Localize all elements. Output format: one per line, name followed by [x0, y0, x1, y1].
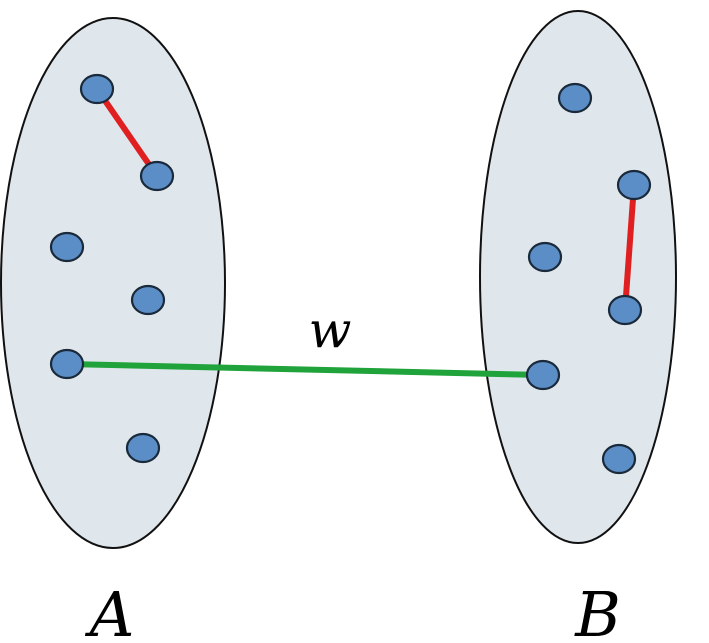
set-a-ellipse [0, 17, 226, 549]
node-b6 [601, 443, 637, 475]
node-a3 [49, 231, 85, 263]
node-b4 [607, 294, 643, 326]
node-a5 [49, 348, 85, 380]
node-b3 [527, 241, 563, 273]
node-a2 [139, 160, 175, 192]
node-b1 [557, 82, 593, 114]
node-a6 [125, 432, 161, 464]
intra-edge-b [622, 182, 637, 313]
cross-edge-w [64, 361, 546, 378]
node-a1 [79, 73, 115, 105]
node-a4 [130, 284, 166, 316]
node-b5 [525, 359, 561, 391]
set-a-label: A [85, 578, 135, 643]
node-b2 [616, 169, 652, 201]
set-b-label: B [574, 578, 621, 643]
intra-edge-a [94, 86, 160, 179]
cross-weight-label: w [309, 301, 352, 359]
set-b-ellipse [479, 10, 677, 544]
